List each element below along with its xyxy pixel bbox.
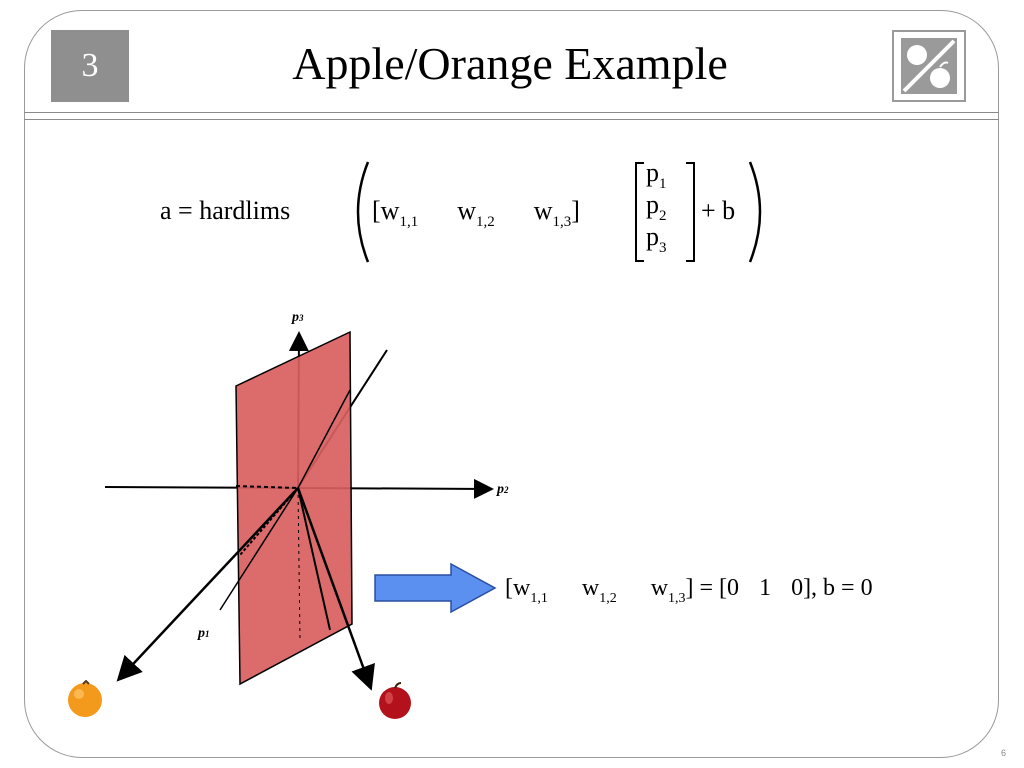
axis-label-p1: p1 xyxy=(198,626,210,641)
input-vector-brackets xyxy=(635,162,695,262)
slide-title: Apple/Orange Example xyxy=(292,38,728,89)
input-p2: p2 xyxy=(646,190,667,225)
axis-label-p2: p2 xyxy=(497,482,509,497)
decision-boundary-diagram xyxy=(104,330,494,691)
apple-icon xyxy=(379,682,411,719)
weight-row-vector: [w1,1 w1,2 w1,3] xyxy=(372,196,580,230)
input-p3: p3 xyxy=(646,222,667,257)
axis-label-p3: p3 xyxy=(292,310,304,325)
input-p1: p1 xyxy=(646,158,667,193)
slide-frame xyxy=(24,10,999,758)
equation-lhs: a = hardlims xyxy=(160,196,291,225)
right-paren xyxy=(748,161,762,263)
chapter-number: 3 xyxy=(81,47,99,84)
apple-orange-logo-icon xyxy=(892,30,966,102)
result-arrow-icon xyxy=(374,562,497,614)
page-number: 6 xyxy=(1001,748,1007,758)
p1-axis xyxy=(116,487,299,682)
header-divider-bottom xyxy=(24,119,999,120)
header-divider-top xyxy=(24,112,999,113)
decision-plane xyxy=(235,330,353,686)
left-paren xyxy=(356,161,370,263)
plus-bias: + b xyxy=(701,196,736,225)
solution-equation: [w1,1 w1,2 w1,3] = [0 1 0], b = 0 xyxy=(505,575,873,606)
chapter-number-box: 3 xyxy=(51,30,129,102)
orange-icon xyxy=(68,680,102,717)
